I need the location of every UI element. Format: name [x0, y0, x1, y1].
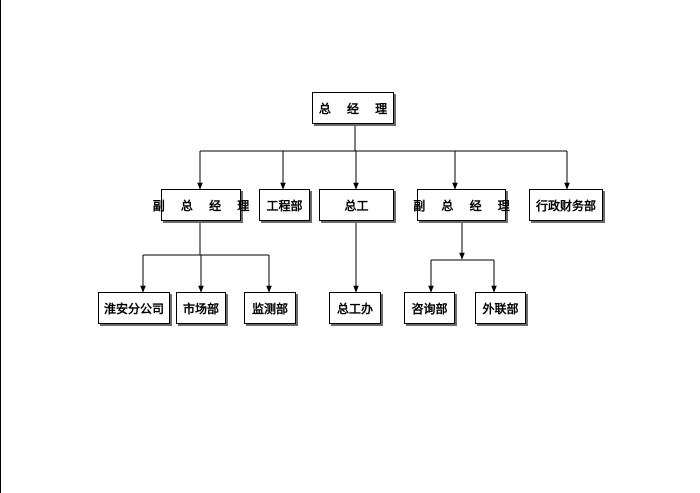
huaian-branch-box: 淮安分公司 — [98, 292, 170, 324]
admin-finance-department-box: 行政财务部 — [529, 189, 603, 221]
market-department-box: 市场部 — [176, 292, 226, 324]
consulting-department-box: 咨询部 — [404, 292, 455, 324]
chief-engineer-box: 总工 — [319, 189, 394, 221]
engineering-department-box: 工程部 — [259, 189, 310, 221]
deputy-general-manager-2-box: 副 总 经 理 — [413, 189, 510, 221]
chief-engineer-office-box: 总工办 — [329, 292, 381, 324]
general-manager-box: 总 经 理 — [312, 92, 394, 124]
page-left-border — [0, 0, 1, 493]
monitoring-department-box: 监测部 — [244, 292, 296, 324]
deputy-general-manager-1-box: 副 总 经 理 — [153, 189, 249, 221]
external-liaison-department-box: 外联部 — [475, 292, 526, 324]
